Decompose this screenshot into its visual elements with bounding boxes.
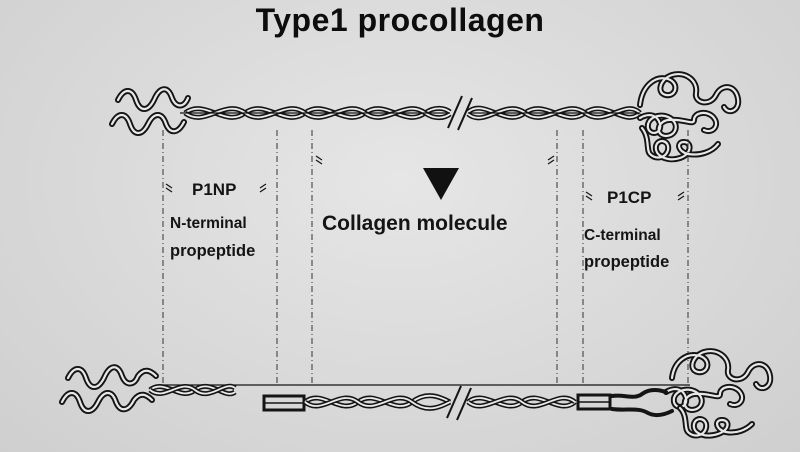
- c-propeptide-label: propeptide: [584, 253, 670, 271]
- top-triple-helix-right: [466, 105, 642, 121]
- top-n-terminal-coils: [109, 86, 191, 136]
- n-terminal-label: N-terminal: [170, 215, 247, 232]
- helix-left-arrowhead: [315, 155, 323, 165]
- p1np-label: P1NP: [192, 180, 237, 199]
- p1np-left-arrowhead: [165, 183, 173, 193]
- p1cp-left-arrowhead: [585, 191, 593, 201]
- c-terminal-label: C-terminal: [584, 227, 661, 244]
- measure-arrows: [165, 155, 685, 201]
- bottom-n-terminal-coils: [59, 364, 237, 414]
- helix-right-arrowhead: [547, 155, 555, 165]
- bottom-cleaved-molecule: [59, 348, 774, 439]
- bottom-collagen-helix: [262, 385, 612, 421]
- down-triangle-icon: [423, 168, 459, 200]
- page-title: Type1 procollagen: [255, 2, 545, 38]
- bottom-c-terminal-globules: [610, 348, 774, 439]
- p1cp-label: P1CP: [607, 188, 652, 207]
- top-triple-helix-left: [180, 105, 452, 121]
- collagen-molecule-label: Collagen molecule: [322, 212, 508, 235]
- top-procollagen-molecule: [109, 71, 742, 163]
- guide-lines: [162, 130, 689, 385]
- top-break-mark: [447, 95, 473, 131]
- p1cp-right-arrowhead: [677, 191, 685, 201]
- top-c-terminal-globules: [637, 71, 742, 163]
- n-propeptide-label: propeptide: [170, 242, 256, 260]
- p1np-right-arrowhead: [259, 183, 267, 193]
